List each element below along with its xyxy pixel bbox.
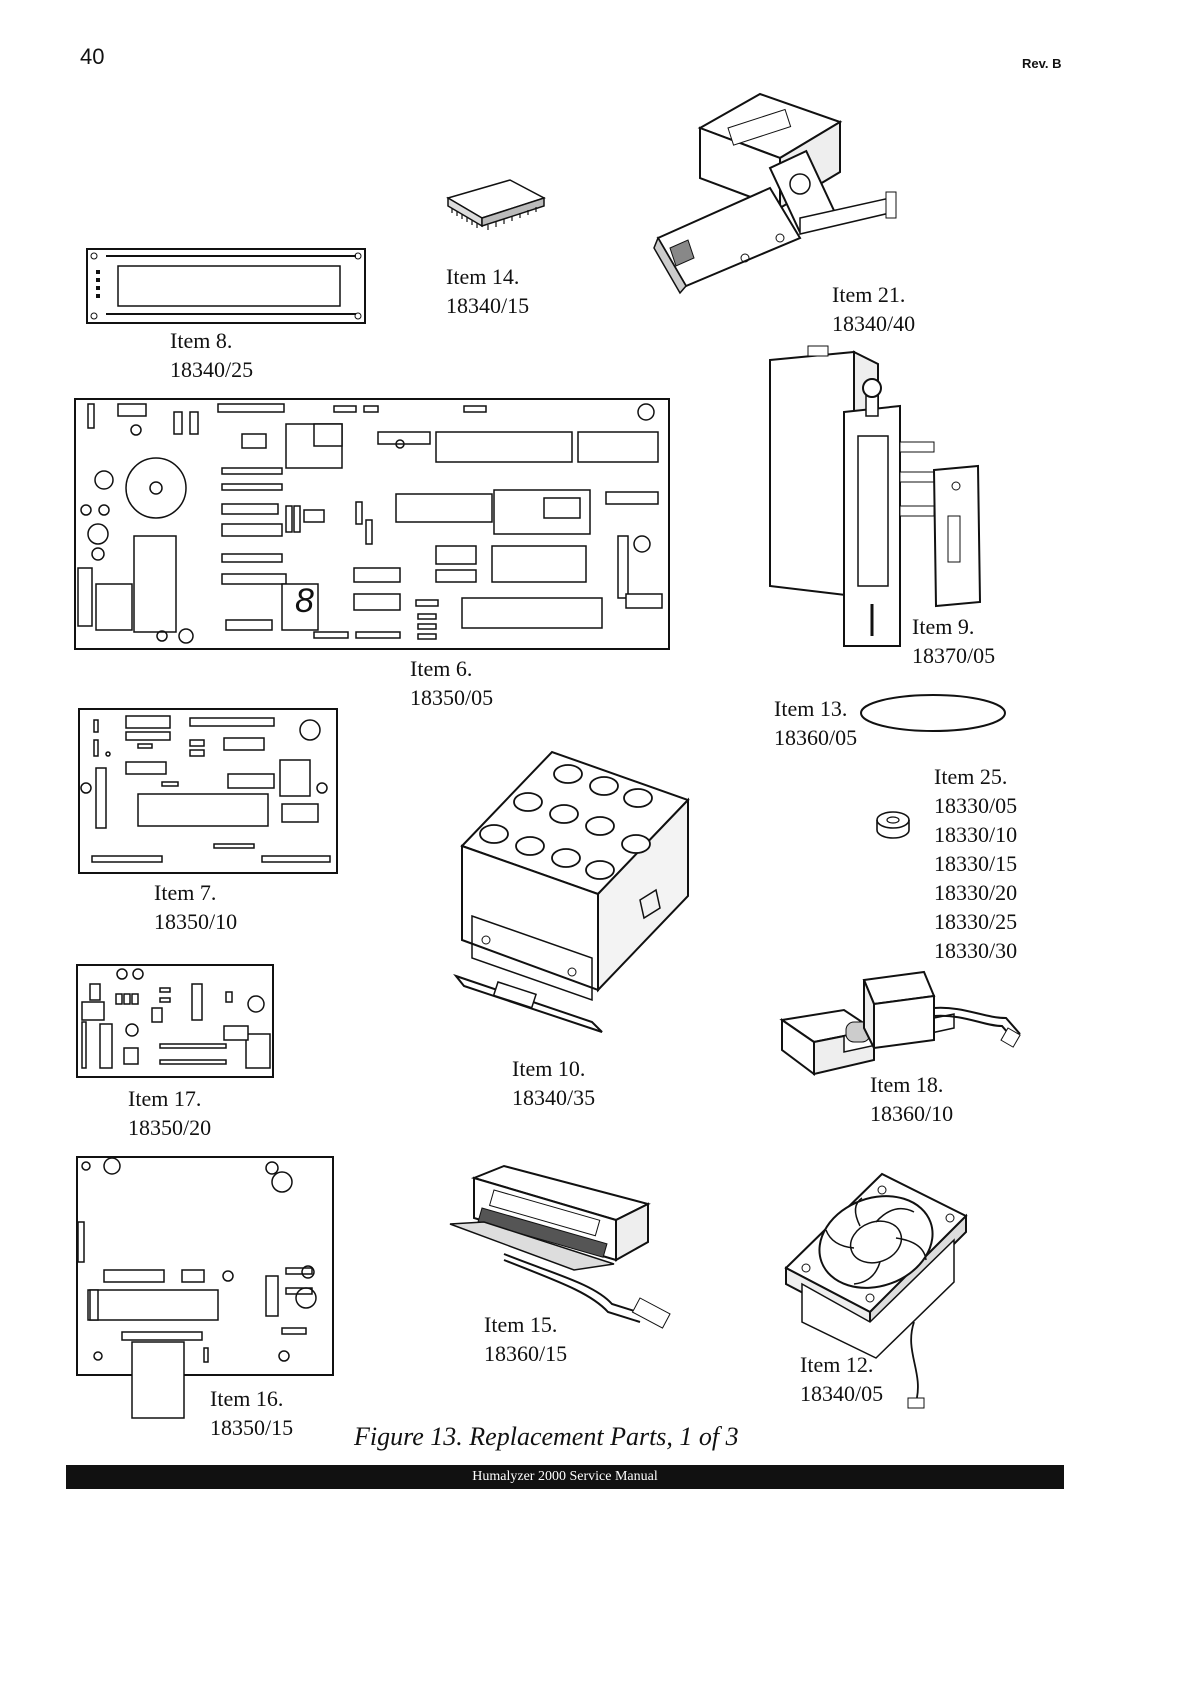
- item15-label: Item 15.18360/15: [484, 1312, 568, 1366]
- solenoid-icon: [779, 970, 1021, 1076]
- item7-label: Item 7.18350/10: [154, 880, 238, 934]
- main-board-icon: 8: [74, 398, 670, 650]
- printer-mechanism-icon: [449, 1164, 671, 1329]
- page-number: 40: [80, 44, 105, 69]
- incubator-block-icon: [453, 750, 690, 1033]
- interface-board-icon: [76, 1156, 334, 1419]
- item9-label: Item 9.18370/05: [912, 614, 996, 668]
- footer-title: Humalyzer 2000 Service Manual: [472, 1469, 658, 1484]
- svg-text:8: 8: [295, 582, 314, 620]
- item6-label: Item 6.18350/05: [410, 656, 494, 710]
- small-board-icon: [76, 964, 274, 1078]
- item17-label: Item 17.18350/20: [128, 1086, 212, 1140]
- photometer-assembly-icon: [769, 345, 982, 647]
- item16-label: Item 16.18350/15: [210, 1386, 294, 1440]
- figure-caption: Figure 13. Replacement Parts, 1 of 3: [354, 1422, 739, 1451]
- circuit-board-icon: [78, 708, 338, 874]
- item14-label: Item 14.18340/15: [446, 264, 530, 318]
- lcd-display-icon: [86, 248, 366, 324]
- item8-label: Item 8.18340/25: [170, 328, 254, 382]
- item13-label: Item 13.18360/05: [774, 696, 858, 750]
- o-ring-icon: [860, 694, 1006, 732]
- eprom-chip-icon: [446, 179, 546, 230]
- item21-label: Item 21.18340/40: [832, 282, 916, 336]
- item10-label: Item 10.18340/35: [512, 1056, 596, 1110]
- item12-label: Item 12.18340/05: [800, 1352, 884, 1406]
- revision-label: Rev. B: [1022, 56, 1062, 71]
- spacer-ring-icon: [876, 811, 910, 839]
- cooling-fan-icon: [784, 1172, 968, 1409]
- item18-label: Item 18.18360/10: [870, 1072, 954, 1126]
- filter-wheel-assembly-icon: [653, 92, 897, 295]
- footer-bar: Humalyzer 2000 Service Manual: [66, 1465, 1064, 1489]
